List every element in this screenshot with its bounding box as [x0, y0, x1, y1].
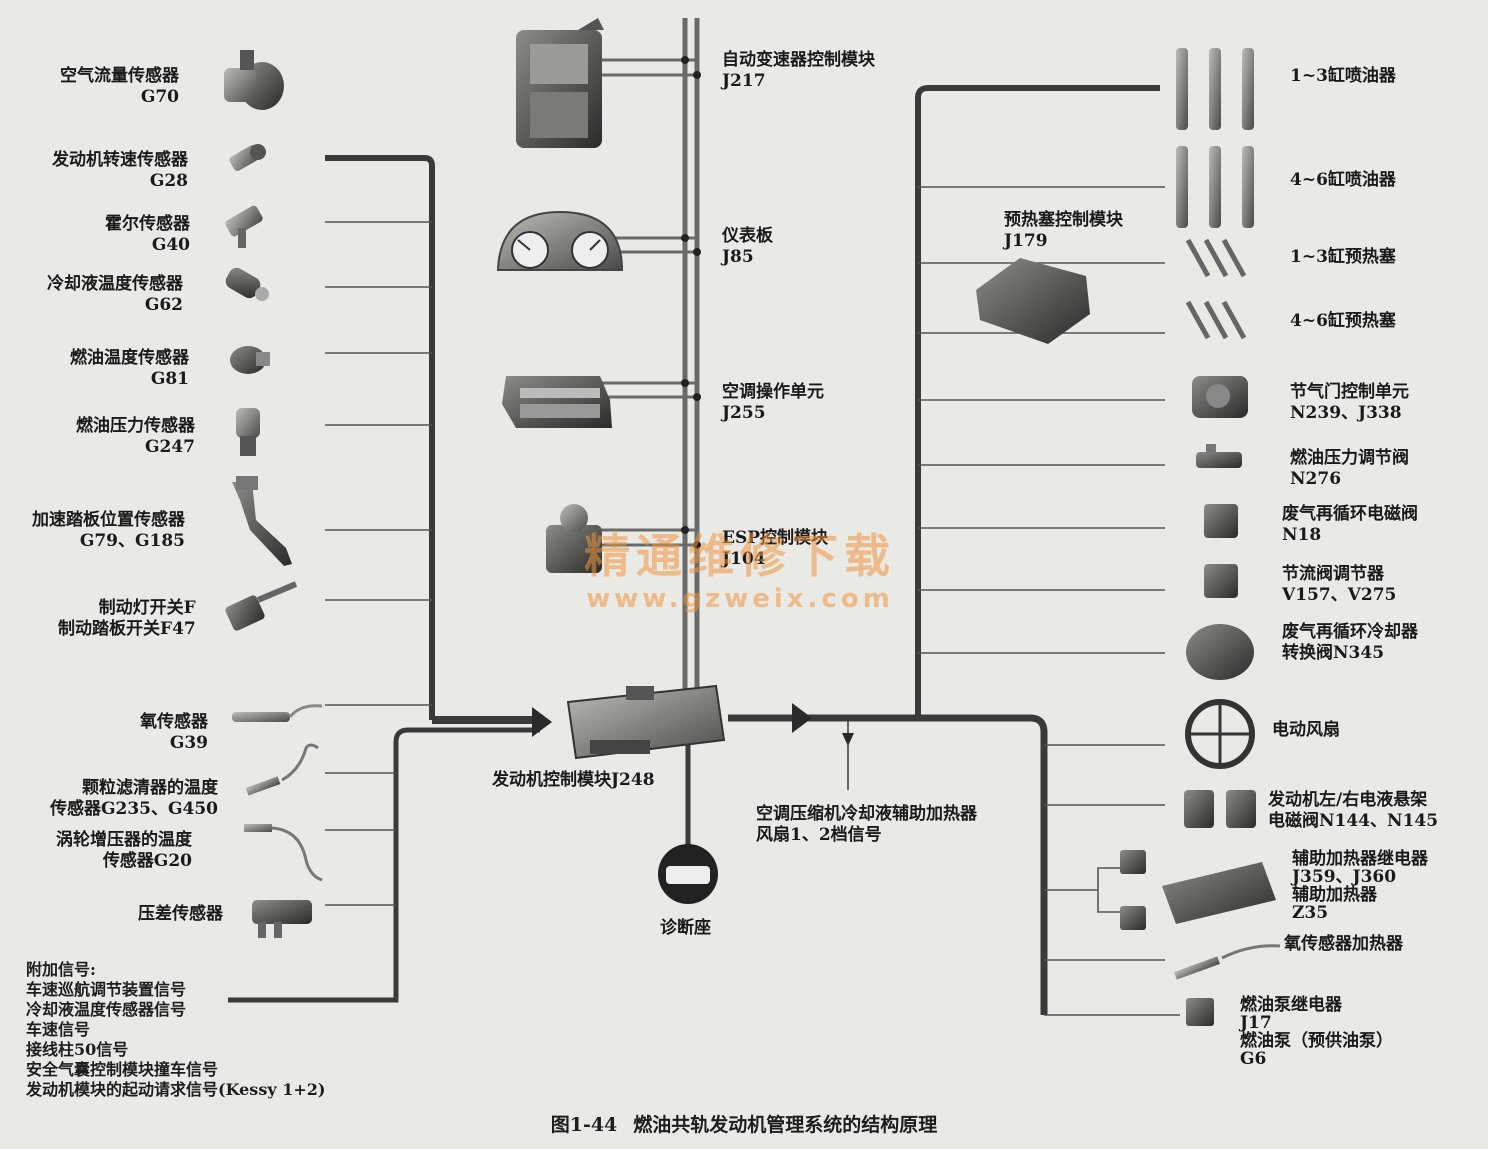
ac-control-unit-icon [502, 376, 612, 428]
egr-cooler-valve-icon [1186, 624, 1254, 680]
hall-sensor-icon [225, 205, 263, 248]
differential-pressure-sensor-icon [252, 900, 312, 938]
particulate-filter-temp-sensor-icon [245, 743, 319, 796]
air-flow-sensor-icon [224, 50, 284, 110]
brake-switch-icon [225, 581, 298, 631]
label-glow-plugs-4-6: 4~6缸预热塞 [1290, 311, 1396, 331]
fuel-temp-sensor-icon [230, 346, 270, 374]
fuel-pressure-regulator-icon [1196, 444, 1242, 468]
label-egr-cooler-valve: 废气再循环冷却器转换阀N345 [1282, 622, 1418, 663]
label-ac-compressor-fan: 空调压缩机冷却液辅助加热器风扇1、2档信号 [756, 804, 977, 845]
additional-signal-item: 冷却液温度传感器信号 [26, 1000, 187, 1019]
additional-signal-item: 安全气囊控制模块撞车信号 [26, 1060, 219, 1079]
glow-plug-control-module-icon [976, 258, 1090, 344]
egr-valve-icon [1204, 504, 1238, 538]
label-differential-pressure-sensor: 压差传感器 [138, 904, 223, 924]
aux-heater-relays-icon [1120, 850, 1146, 930]
aux-heater-icon [1162, 862, 1276, 924]
throttle-control-unit-icon [1192, 376, 1248, 418]
label-electric-fan: 电动风扇 [1272, 720, 1340, 740]
engine-mount-valves-icon [1184, 790, 1256, 828]
diagnostic-port-icon [658, 844, 718, 904]
throttle-regulator-icon [1204, 564, 1238, 598]
accelerator-pedal-sensor-icon [232, 476, 292, 566]
left-arrow [532, 707, 552, 737]
additional-signal-item: 车速信号 [26, 1020, 91, 1039]
label-dpf-temp-sensor: 颗粒滤清器的温度传感器G235、G450 [50, 778, 219, 819]
injectors-1-3-icon [1176, 48, 1254, 130]
additional-signal-item: 发动机模块的起动请求信号(Kessy 1+2) [26, 1080, 326, 1099]
down-arrow [842, 733, 854, 746]
fuel-pressure-sensor-icon [236, 408, 260, 456]
label-injectors-4-6: 4~6缸喷油器 [1290, 170, 1396, 190]
right-arrow [792, 703, 812, 733]
engine-control-module-icon [566, 684, 726, 760]
output-bus [728, 85, 1160, 1015]
watermark: 精通维修下载 www.gzweix.com [584, 529, 896, 614]
transmission-control-module-icon [516, 18, 604, 148]
fuel-pump-relay-icon [1186, 998, 1214, 1026]
injectors-4-6-icon [1176, 146, 1254, 228]
instrument-panel-icon [496, 210, 624, 271]
engine-speed-sensor-icon [229, 144, 266, 171]
electric-fan-icon [1185, 699, 1255, 769]
label-engine-mount-valves: 发动机左/右电液悬架电磁阀N144、N145 [1268, 790, 1439, 831]
left-input-bus [228, 155, 540, 1003]
label-diagnostic-port: 诊断座 [660, 918, 711, 938]
coolant-temp-sensor-icon [225, 267, 269, 301]
label-turbo-temp-sensor: 涡轮增压器的温度传感器G20 [56, 830, 192, 871]
label-engine-control-module: 发动机控制模块J248 [492, 770, 655, 790]
additional-signals-title: 附加信号: [26, 960, 96, 979]
oxygen-sensor-heater-icon [1174, 944, 1281, 980]
can-bus [600, 18, 700, 700]
can-bus-junctions [681, 56, 701, 549]
esp-control-module-icon [546, 504, 602, 573]
label-glow-plugs-1-3: 1~3缸预热塞 [1290, 247, 1396, 267]
label-injectors-1-3: 1~3缸喷油器 [1290, 66, 1396, 86]
glow-plugs-1-3-icon [1185, 238, 1247, 278]
label-oxygen-sensor-heater: 氧传感器加热器 [1284, 934, 1403, 954]
oxygen-sensor-icon [232, 704, 323, 722]
additional-signals: 附加信号: 车速巡航调节装置信号 冷却液温度传感器信号 车速信号 接线柱50信号… [26, 960, 325, 1100]
glow-plugs-4-6-icon [1185, 300, 1247, 340]
additional-signal-item: 接线柱50信号 [26, 1040, 129, 1059]
turbo-temp-sensor-icon [244, 824, 323, 882]
additional-signal-item: 车速巡航调节装置信号 [26, 980, 187, 999]
